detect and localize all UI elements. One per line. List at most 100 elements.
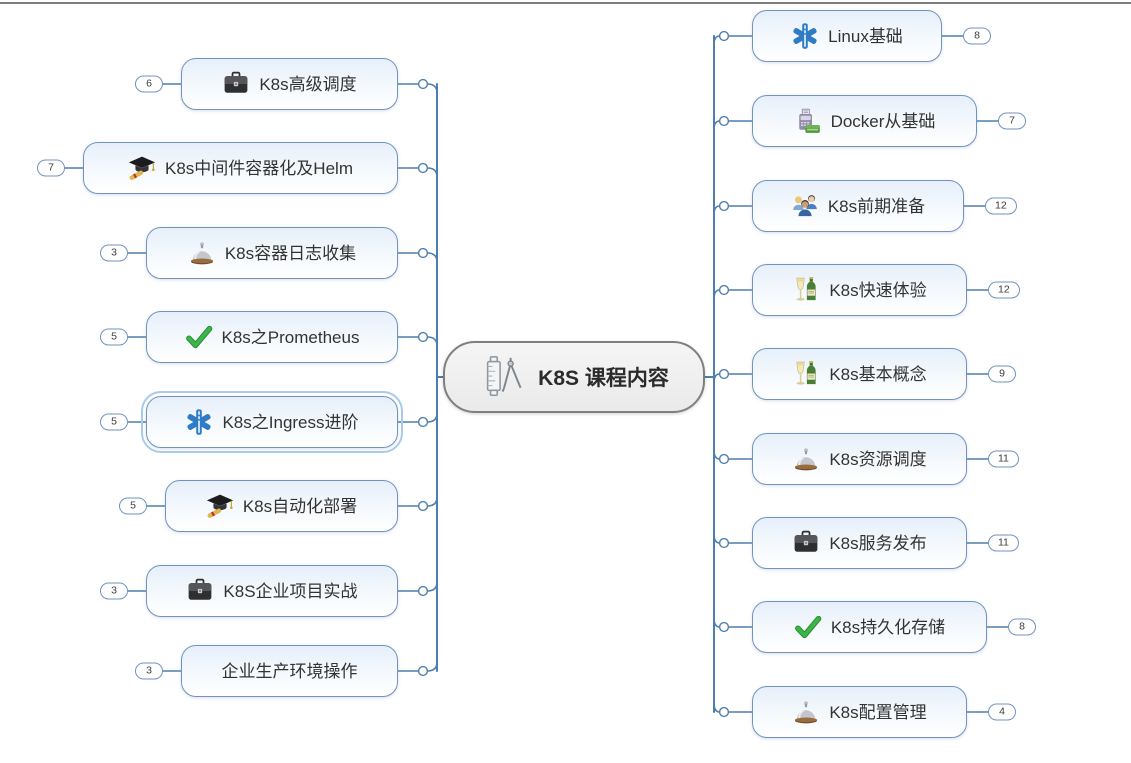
topic-count-badge[interactable]: 5 — [119, 497, 147, 515]
branch-topic-label: K8s前期准备 — [827, 196, 926, 216]
collapse-handle[interactable] — [417, 585, 429, 597]
topic-count-badge[interactable]: 3 — [100, 582, 128, 600]
cash-register-icon — [794, 107, 822, 135]
branch-topic[interactable]: K8s服务发布 — [752, 517, 967, 569]
branch-curve — [713, 205, 721, 216]
collapse-handle[interactable] — [718, 706, 730, 718]
branch-topic-label: K8s资源调度 — [829, 449, 927, 469]
topic-count-badge[interactable]: 5 — [100, 328, 128, 346]
window-top-border — [0, 2, 1131, 4]
briefcase-icon — [792, 529, 820, 557]
branch-curve — [426, 581, 438, 592]
collapse-handle[interactable] — [718, 30, 730, 42]
branch-topic-label: K8s自动化部署 — [242, 496, 358, 516]
branch-topic[interactable]: K8s快速体验 — [752, 264, 967, 316]
root-topic[interactable]: K8S 课程内容 — [443, 341, 705, 413]
branch-topic[interactable]: Linux基础 — [752, 10, 942, 62]
collapse-handle[interactable] — [417, 78, 429, 90]
briefcase-icon — [222, 70, 250, 98]
check-icon — [794, 613, 822, 641]
branch-curve — [426, 336, 438, 347]
topic-count-badge[interactable]: 9 — [988, 365, 1016, 383]
topic-count-badge[interactable]: 6 — [135, 75, 163, 93]
check-icon — [185, 323, 213, 351]
branch-topic-label: K8s之Ingress进阶 — [222, 412, 359, 432]
branch-topic[interactable]: K8s资源调度 — [752, 433, 967, 485]
branch-curve — [426, 167, 438, 178]
people-icon — [791, 192, 819, 220]
branch-topic-label: K8s快速体验 — [829, 280, 927, 300]
branch-curve — [713, 289, 721, 300]
branch-topic[interactable]: K8s之Prometheus — [146, 311, 398, 363]
branch-topic-label: Linux基础 — [828, 26, 903, 46]
collapse-handle[interactable] — [718, 368, 730, 380]
branch-topic-label: Docker从基础 — [830, 111, 936, 131]
branch-topic[interactable]: K8s持久化存储 — [752, 601, 987, 653]
topic-count-badge[interactable]: 5 — [100, 413, 128, 431]
collapse-handle[interactable] — [718, 621, 730, 633]
collapse-handle[interactable] — [718, 200, 730, 212]
branch-topic[interactable]: K8S企业项目实战 — [146, 565, 398, 617]
branch-topic-label: K8s持久化存储 — [830, 617, 946, 637]
collapse-handle[interactable] — [718, 115, 730, 127]
service-bell-icon — [792, 445, 820, 473]
graduation-cap-icon — [128, 154, 156, 182]
champagne-icon — [792, 276, 820, 304]
branch-topic[interactable]: K8s高级调度 — [181, 58, 398, 110]
topic-count-badge[interactable]: 11 — [988, 534, 1019, 552]
branch-topic-label: K8S企业项目实战 — [223, 581, 358, 601]
branch-topic[interactable]: K8s容器日志收集 — [146, 227, 398, 279]
champagne-icon — [792, 360, 820, 388]
branch-topic-label: K8s配置管理 — [829, 702, 927, 722]
collapse-handle[interactable] — [417, 500, 429, 512]
topic-count-badge[interactable]: 3 — [135, 662, 163, 680]
briefcase-icon — [186, 577, 214, 605]
collapse-handle[interactable] — [417, 162, 429, 174]
service-bell-icon — [792, 698, 820, 726]
topic-count-badge[interactable]: 7 — [37, 159, 65, 177]
branch-topic[interactable]: K8s中间件容器化及Helm — [83, 142, 398, 194]
branch-topic-label: K8s服务发布 — [829, 533, 927, 553]
collapse-handle[interactable] — [417, 665, 429, 677]
topic-count-badge[interactable]: 12 — [985, 197, 1017, 215]
collapse-handle[interactable] — [718, 284, 730, 296]
branch-topic[interactable]: K8s之Ingress进阶 — [141, 391, 403, 453]
branch-curve — [426, 496, 438, 507]
topic-count-badge[interactable]: 12 — [988, 281, 1020, 299]
branch-curve — [426, 252, 438, 263]
topic-count-badge[interactable]: 3 — [100, 244, 128, 262]
branch-curve — [426, 661, 438, 672]
star-of-life-icon — [791, 22, 819, 50]
branch-curve — [713, 533, 721, 544]
branch-topic[interactable]: K8s配置管理 — [752, 686, 967, 738]
branch-topic[interactable]: 企业生产环境操作 — [181, 645, 398, 697]
branch-topic[interactable]: K8s自动化部署 — [165, 480, 398, 532]
collapse-handle[interactable] — [417, 331, 429, 343]
topic-count-badge[interactable]: 8 — [963, 27, 991, 45]
topic-count-badge[interactable]: 8 — [1008, 618, 1036, 636]
branch-topic-label: K8s容器日志收集 — [224, 243, 357, 263]
drafting-tools-icon — [479, 354, 525, 400]
topic-count-badge[interactable]: 4 — [988, 703, 1016, 721]
branch-topic-label: K8s之Prometheus — [221, 327, 360, 347]
branch-curve — [713, 617, 721, 628]
collapse-handle[interactable] — [718, 453, 730, 465]
collapse-handle[interactable] — [417, 416, 429, 428]
collapse-handle[interactable] — [417, 247, 429, 259]
branch-curve — [426, 83, 438, 94]
branch-curve — [713, 373, 721, 384]
branch-topic[interactable]: K8s基本概念 — [752, 348, 967, 400]
branch-topic[interactable]: Docker从基础 — [752, 95, 977, 147]
branch-curve — [713, 702, 721, 713]
root-topic-label: K8S 课程内容 — [538, 367, 669, 390]
branch-curve — [713, 35, 721, 46]
branch-topic-label: 企业生产环境操作 — [221, 661, 358, 681]
collapse-handle[interactable] — [718, 537, 730, 549]
branch-topic[interactable]: K8s前期准备 — [752, 180, 964, 232]
branch-topic-label: K8s中间件容器化及Helm — [165, 158, 353, 178]
topic-count-badge[interactable]: 7 — [998, 112, 1026, 130]
topic-count-badge[interactable]: 11 — [988, 450, 1019, 468]
graduation-cap-icon — [206, 492, 234, 520]
